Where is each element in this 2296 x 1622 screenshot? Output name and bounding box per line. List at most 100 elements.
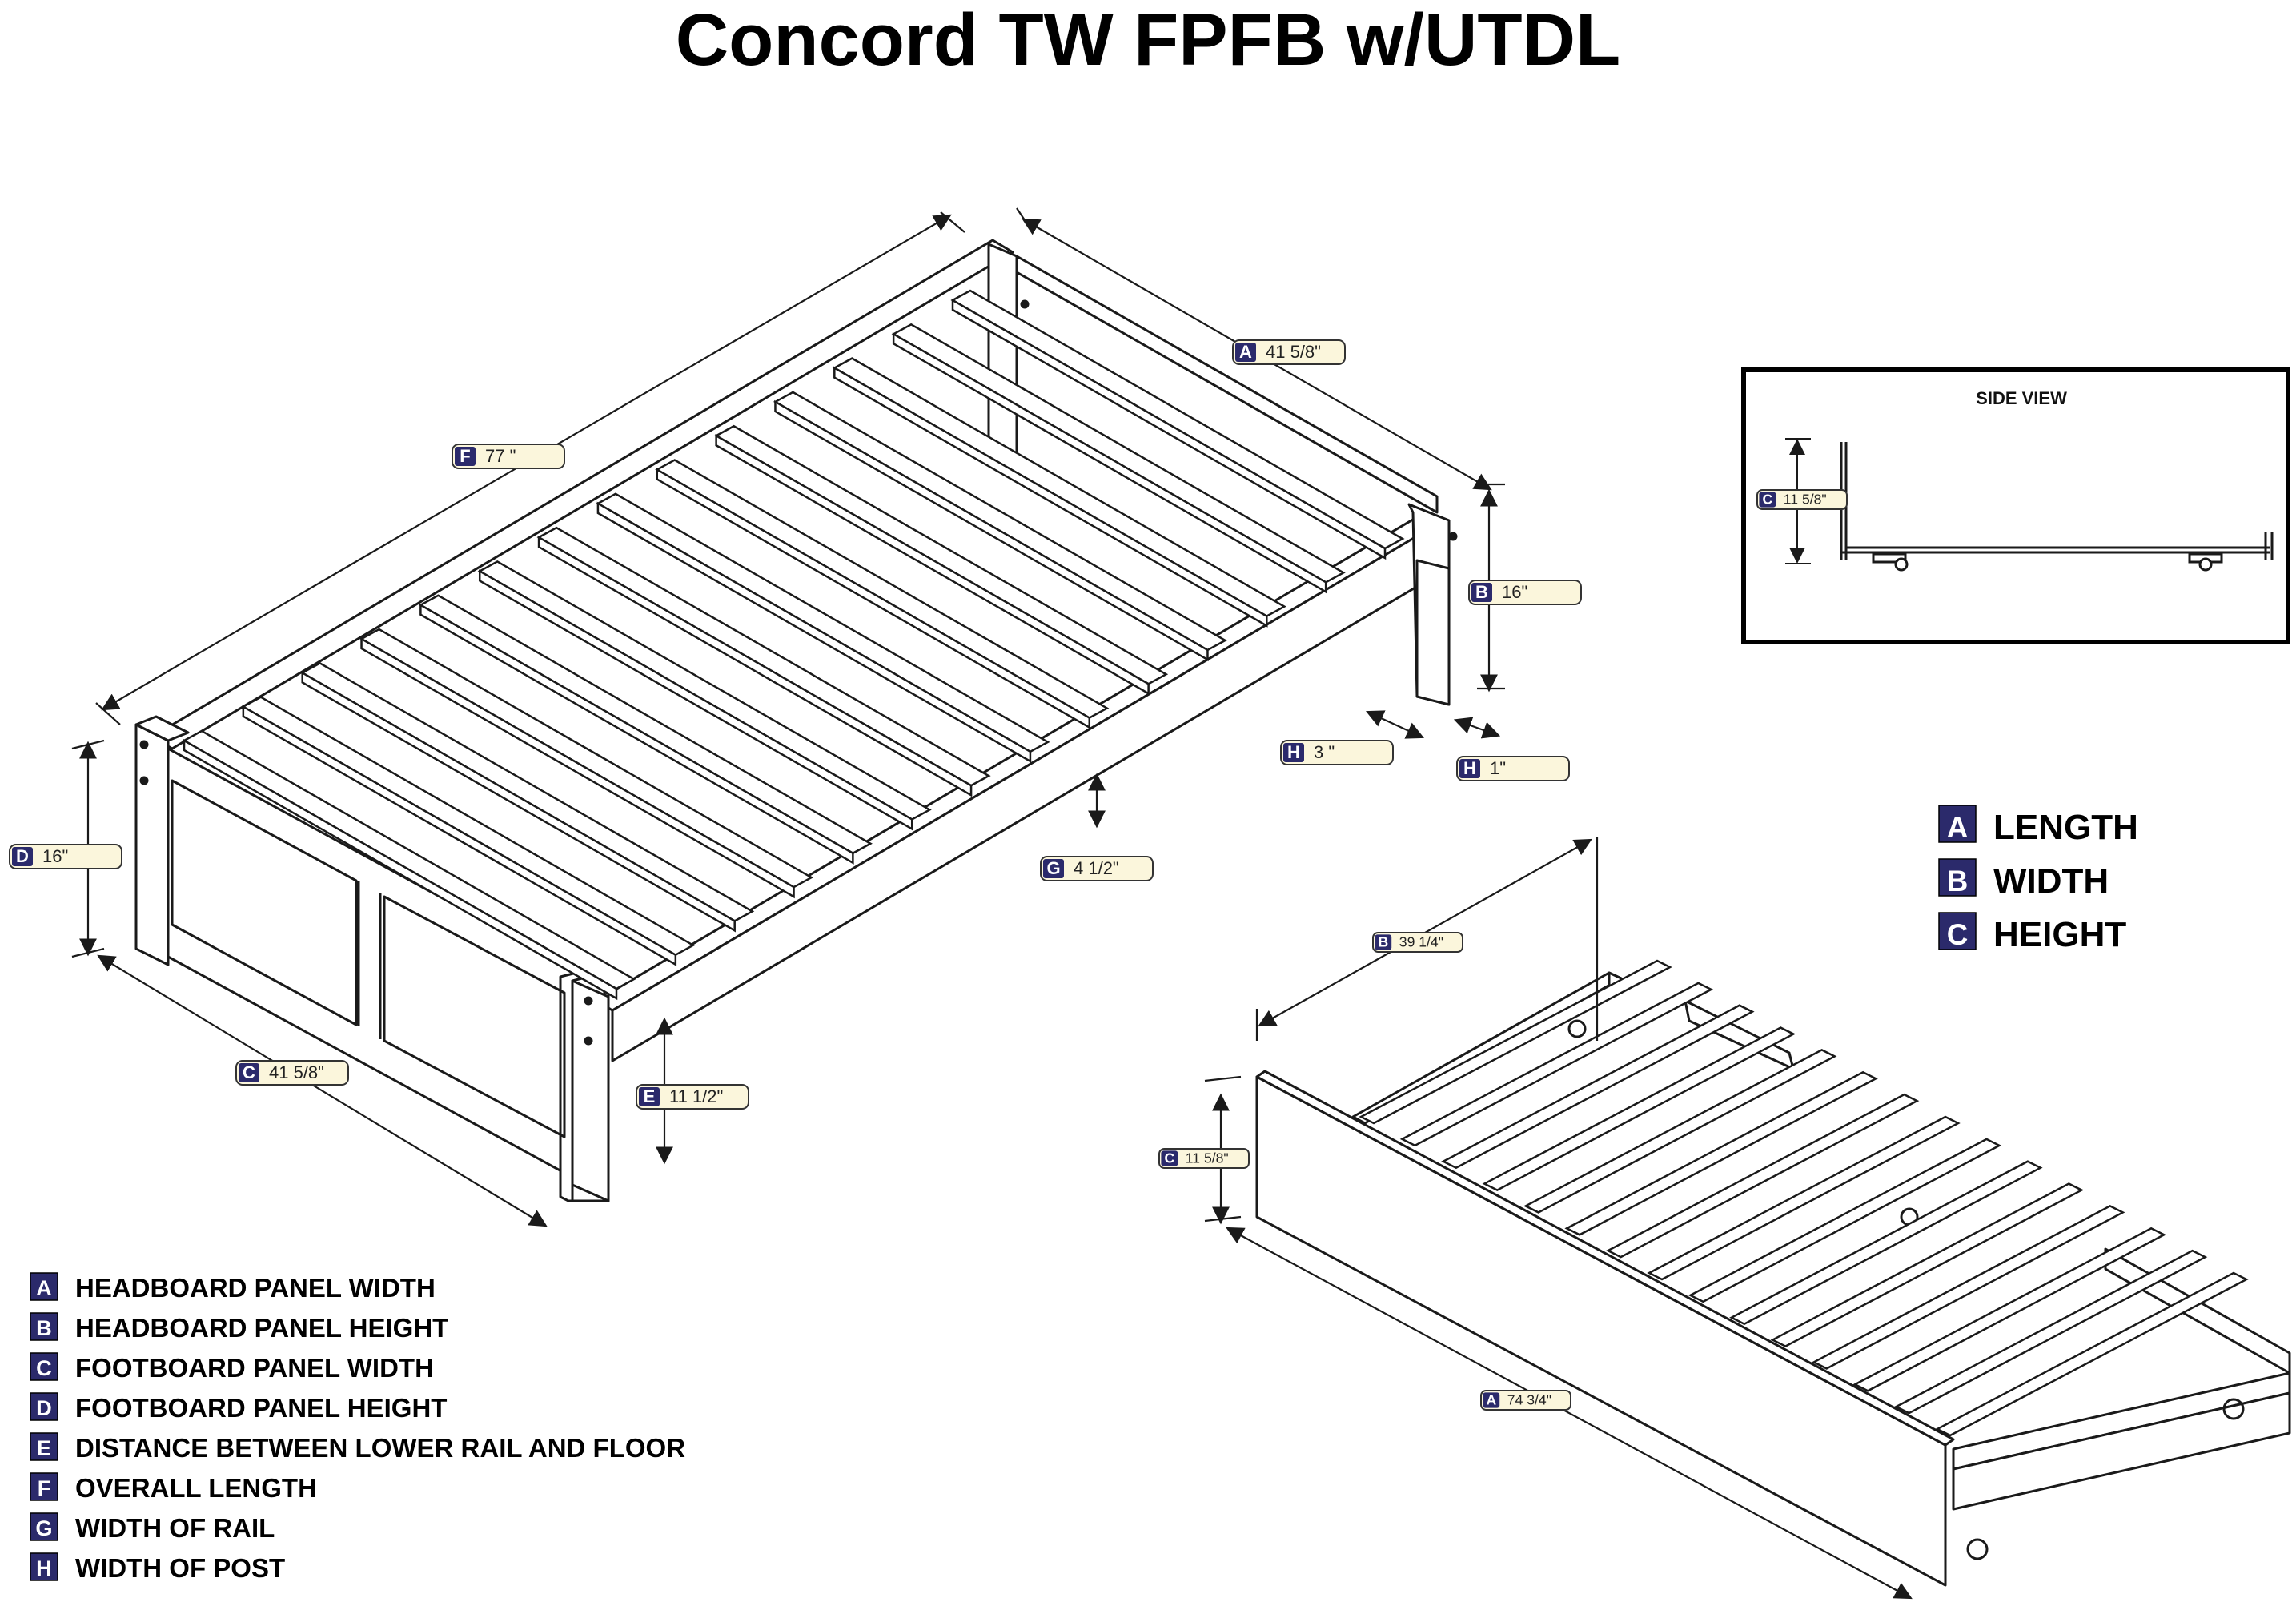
- legend-badge: [30, 1472, 58, 1501]
- legend-label: WIDTH: [1993, 861, 2109, 901]
- trundle-slat: [1811, 1205, 2125, 1370]
- legend-badge: [30, 1392, 58, 1421]
- legend-badge: [30, 1432, 58, 1461]
- callout-badge: [1483, 1392, 1500, 1408]
- trundle-slat: [1605, 1093, 1920, 1259]
- dimension-callout: B 16": [1468, 580, 1582, 605]
- callout-badge: [239, 1063, 259, 1082]
- callout-letter: G: [1046, 858, 1060, 878]
- callout-value: 16": [42, 846, 68, 866]
- bed-slat: [950, 289, 1405, 550]
- legend-badge: [30, 1512, 58, 1541]
- legend-letter: G: [35, 1516, 52, 1540]
- callout-letter: C: [1164, 1150, 1174, 1166]
- legend-label: HEADBOARD PANEL HEIGHT: [75, 1313, 448, 1343]
- trundle-slat: [1523, 1049, 1837, 1214]
- callout-badge: [1759, 492, 1776, 508]
- trundle-slat: [1688, 1138, 2002, 1303]
- legend-label: HEIGHT: [1993, 915, 2126, 954]
- bed-slat: [596, 492, 1050, 753]
- callout-badge: [1471, 583, 1492, 602]
- dimension-callout: A 41 5/8": [1232, 339, 1346, 365]
- callout-value: 39 1/4": [1399, 934, 1443, 950]
- callout-value: 16": [1502, 582, 1527, 602]
- trundle-illustration: [1255, 971, 2291, 1587]
- legend-badge: [30, 1312, 58, 1341]
- callout-value: 41 5/8": [1266, 342, 1321, 362]
- trundle-slat: [1564, 1070, 1878, 1236]
- legend-label: FOOTBOARD PANEL WIDTH: [75, 1353, 434, 1383]
- legend-letter: A: [36, 1275, 52, 1300]
- bed-slat-edge: [183, 738, 618, 1001]
- trundle-slat: [1359, 959, 1672, 1125]
- bed-slat: [536, 526, 991, 787]
- trundle-slat: [1729, 1160, 2043, 1326]
- legend-letter: B: [36, 1315, 52, 1340]
- callout-value: 41 5/8": [269, 1062, 324, 1082]
- callout-letter: A: [1486, 1392, 1496, 1408]
- trundle-slat: [1852, 1227, 2166, 1392]
- dimension-callout: G 4 1/2": [1040, 856, 1154, 881]
- legend-letter: E: [37, 1435, 51, 1460]
- bed-slat: [359, 628, 814, 889]
- legend-item: H WIDTH OF POST: [30, 1552, 285, 1583]
- callout-badge: [1375, 934, 1392, 950]
- bed-slat: [714, 424, 1169, 685]
- bed-slat: [477, 560, 932, 821]
- callout-value: 11 5/8": [1784, 492, 1827, 508]
- trundle-slat: [1935, 1271, 2249, 1437]
- trundle-slat: [1770, 1182, 2085, 1347]
- legend-badge: [1938, 912, 1977, 950]
- callout-badge: [1459, 759, 1480, 778]
- trundle-slat: [1647, 1115, 1961, 1281]
- callout-letter: C: [243, 1062, 255, 1082]
- trundle-slat: [1441, 1004, 1755, 1170]
- callout-badge: [1283, 743, 1304, 762]
- page-title: Concord TW FPFB w/UTDL: [675, 0, 1621, 81]
- callout-badge: [1161, 1150, 1178, 1166]
- callout-letter: B: [1378, 934, 1388, 950]
- legend-label: WIDTH OF POST: [75, 1553, 285, 1583]
- legend-label: DISTANCE BETWEEN LOWER RAIL AND FLOOR: [75, 1433, 685, 1463]
- legend-badge: [30, 1352, 58, 1381]
- legend-letter: B: [1947, 865, 1969, 897]
- callout-badge: [455, 447, 476, 466]
- trundle-slat: [1893, 1249, 2208, 1415]
- legend-item: B WIDTH: [1938, 858, 2109, 901]
- callout-letter: B: [1475, 582, 1488, 602]
- callout-badge: [639, 1087, 660, 1106]
- callout-value: 4 1/2": [1074, 858, 1119, 878]
- callout-badge: [1235, 343, 1256, 362]
- legend-letter: H: [36, 1556, 52, 1580]
- bed-slat: [418, 594, 873, 855]
- callout-value: 11 1/2": [669, 1086, 723, 1106]
- callout-letter: H: [1463, 758, 1476, 778]
- legend-item: B HEADBOARD PANEL HEIGHT: [30, 1312, 448, 1343]
- trundle-slat: [1482, 1026, 1796, 1191]
- legend-letter: D: [36, 1395, 52, 1420]
- bed-slat-edge: [242, 705, 677, 966]
- legend-badge: [30, 1552, 58, 1581]
- bed-slat: [655, 459, 1110, 719]
- callout-badge: [1043, 859, 1064, 878]
- callout-letter: D: [16, 846, 29, 866]
- side-view-title: SIDE VIEW: [1976, 388, 2067, 408]
- callout-letter: A: [1239, 342, 1252, 362]
- legend-label: WIDTH OF RAIL: [75, 1513, 275, 1543]
- callout-value: 3 ": [1314, 742, 1335, 762]
- legend-badge: [1938, 805, 1977, 843]
- platform-bed-illustration: [134, 239, 1458, 1202]
